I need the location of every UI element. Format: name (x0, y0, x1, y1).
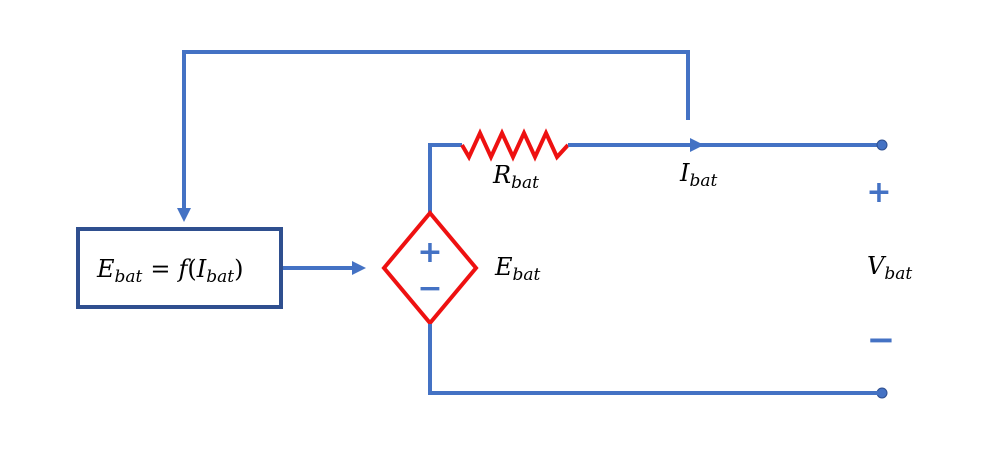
source-label: Ebat (494, 253, 541, 285)
resistor-label: Rbat (492, 161, 539, 193)
source-plus-sign: + (417, 235, 442, 270)
terminal-minus-sign: − (867, 320, 896, 360)
resistor-symbol (460, 128, 570, 162)
function-block-formula: Ebat=f(Ibat) (96, 255, 243, 287)
current-label: Ibat (679, 159, 718, 191)
feedback-arrowhead (177, 208, 191, 222)
function-block-box (76, 227, 283, 309)
controlled-voltage-source (381, 209, 479, 327)
source-minus-sign: − (417, 271, 442, 306)
feedback-wire (182, 50, 690, 218)
top-left-wire (428, 143, 462, 212)
control-signal-arrowhead (352, 261, 366, 275)
bottom-wire (428, 324, 882, 395)
voltage-label: Vbat (867, 252, 912, 284)
current-direction-arrowhead (690, 138, 704, 152)
terminal-plus-sign: + (866, 175, 891, 210)
positive-terminal (876, 139, 888, 151)
